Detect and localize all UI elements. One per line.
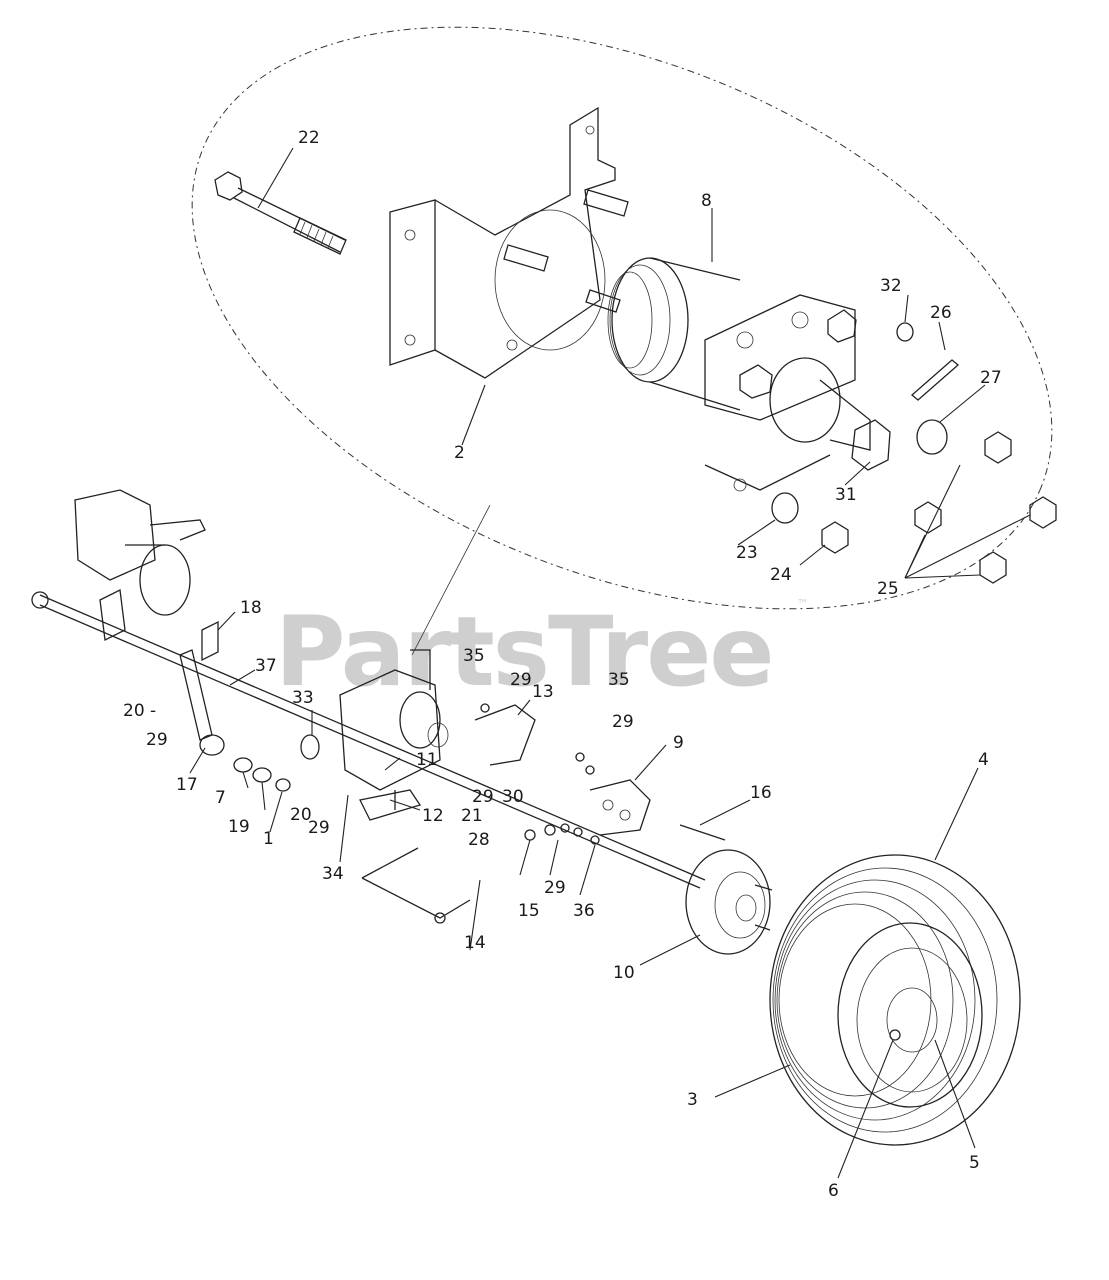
callout-9: 9 [673,733,684,753]
callout-13: 13 [532,682,554,702]
callout-19: 19 [228,817,250,837]
callout-15: 15 [518,901,540,921]
callout-10: 10 [613,963,635,983]
hub-10 [685,849,773,955]
linkage-9 [589,779,726,841]
callout-29-c: 29 [146,730,168,750]
callout-1: 1 [263,829,274,849]
brake-assembly-left [31,489,206,641]
callout-29-b: 29 [612,712,634,732]
callout-20-right: 20 [290,805,312,825]
rod-14 [361,847,471,924]
callout-16: 16 [750,783,772,803]
callout-28: 28 [468,830,490,850]
callout-5: 5 [969,1153,980,1173]
callout-33: 33 [292,688,314,708]
callout-17: 17 [176,775,198,795]
callout-35-right: 35 [608,670,630,690]
callout-23: 23 [736,543,758,563]
leader-lines [189,147,1031,1179]
wheel-tire-3 [769,854,1021,1146]
callout-6: 6 [828,1181,839,1201]
detail-ellipse [191,26,1053,610]
callout-25: 25 [877,579,899,599]
callout-18: 18 [240,598,262,618]
small-parts-detail [771,322,1057,584]
small-parts-lower [480,703,600,845]
plate-18 [201,620,219,662]
callout-14: 14 [464,933,486,953]
callout-11: 11 [416,750,438,770]
callout-8: 8 [701,191,712,211]
bracket-13 [474,704,536,766]
watermark: PartsTree [275,596,772,708]
callout-26: 26 [930,303,952,323]
callout-29-f: 29 [544,878,566,898]
callout-12: 12 [422,806,444,826]
callout-22: 22 [298,128,320,148]
studs [503,189,629,313]
callout-2: 2 [454,443,465,463]
callout-32: 32 [880,276,902,296]
axle-rod-37 [39,594,706,889]
callout-4: 4 [978,750,989,770]
callout-35-left: 35 [463,646,485,666]
callout-7: 7 [215,788,226,808]
watermark-tm: ™ [797,597,809,611]
callout-29-a: 29 [510,670,532,690]
pump-assembly [339,649,449,821]
callout-21: 21 [461,806,483,826]
callout-31: 31 [835,485,857,505]
callout-27: 27 [980,368,1002,388]
callout-29-d: 29 [472,787,494,807]
callout-34: 34 [322,864,344,884]
callout-37: 37 [255,656,277,676]
callout-36: 36 [573,901,595,921]
callout-30: 30 [502,787,524,807]
bolt-22 [214,171,347,255]
lever-17 [179,649,225,756]
callout-29-e: 29 [308,818,330,838]
callout-3: 3 [687,1090,698,1110]
callout-20-left: 20 - [123,701,156,721]
mounting-bracket-2 [389,106,616,379]
hydraulic-motor-8 [607,257,891,492]
callout-24: 24 [770,565,792,585]
detail-pointer-line [411,504,491,656]
